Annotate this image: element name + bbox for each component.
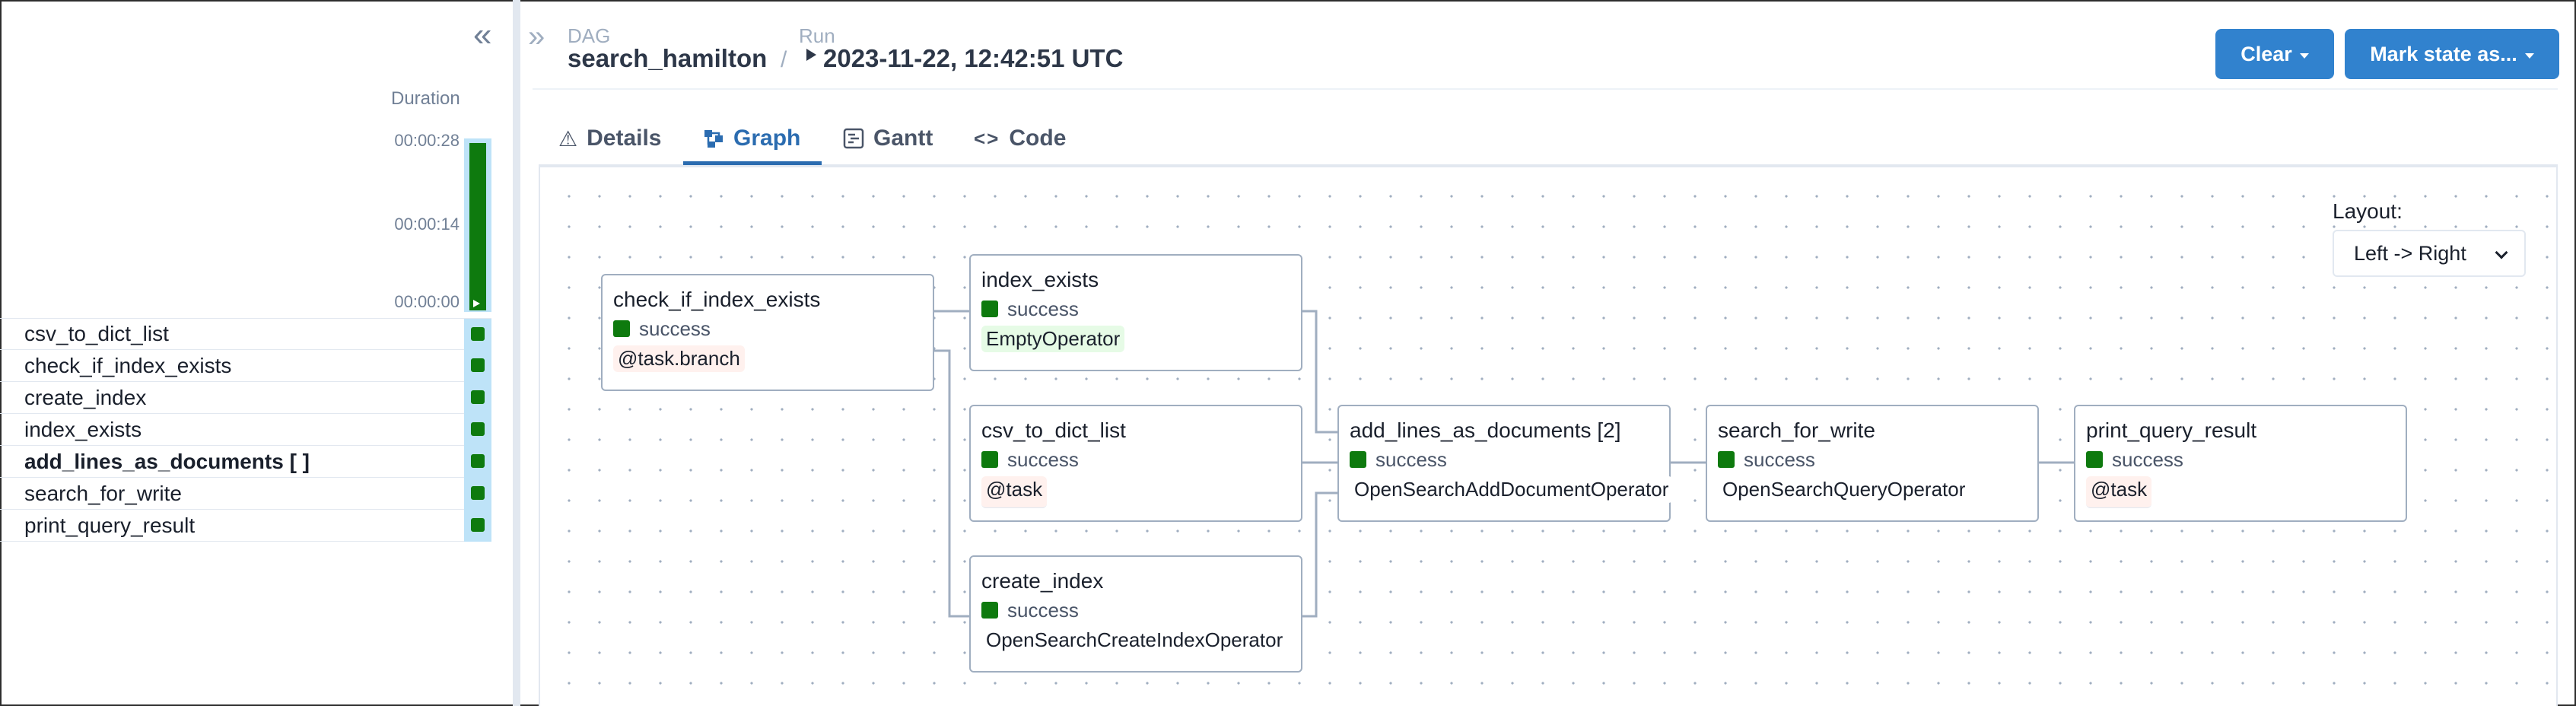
run-duration-bar[interactable] bbox=[469, 143, 486, 310]
graph-icon bbox=[704, 130, 723, 148]
graph-node-create-index[interactable]: create_index success OpenSearchCreateInd… bbox=[969, 555, 1302, 673]
duration-label: Duration bbox=[391, 88, 460, 109]
run-play-icon bbox=[806, 49, 816, 61]
clear-button[interactable]: Clear bbox=[2215, 29, 2334, 79]
play-icon bbox=[473, 300, 480, 307]
dag-breadcrumb-label: DAG bbox=[568, 24, 611, 47]
collapse-panel-icon[interactable]: « bbox=[473, 16, 492, 53]
panel-resize-handle[interactable] bbox=[513, 0, 520, 706]
run-breadcrumb-label: Run bbox=[799, 24, 835, 47]
node-state: success bbox=[1007, 447, 1079, 471]
layout-select[interactable]: Left -> Right bbox=[2333, 230, 2526, 277]
task-row[interactable]: check_if_index_exists bbox=[0, 350, 491, 382]
duration-tick-min: 00:00:00 bbox=[394, 292, 460, 311]
node-state: success bbox=[1744, 447, 1815, 471]
mark-state-button[interactable]: Mark state as... bbox=[2345, 29, 2559, 79]
success-status-icon bbox=[613, 320, 630, 337]
graph-node-search-for-write[interactable]: search_for_write success OpenSearchQuery… bbox=[1706, 405, 2039, 522]
tab-details[interactable]: ⚠ Details bbox=[558, 114, 662, 163]
node-title: check_if_index_exists bbox=[613, 288, 821, 311]
task-instance-status[interactable] bbox=[471, 327, 485, 341]
graph-node-csv-to-dict-list[interactable]: csv_to_dict_list success @task bbox=[969, 405, 1302, 522]
node-operator: @task bbox=[981, 476, 1048, 508]
task-instance-status[interactable] bbox=[471, 486, 485, 500]
tab-graph-label: Graph bbox=[733, 126, 801, 151]
node-state: success bbox=[1375, 447, 1447, 471]
layout-select-value: Left -> Right bbox=[2354, 241, 2466, 265]
node-operator: OpenSearchQueryOperator bbox=[1718, 476, 1970, 503]
grid-panel: « Duration 00:00:28 00:00:14 00:00:00 cs… bbox=[0, 0, 502, 706]
layout-label: Layout: bbox=[2333, 199, 2403, 223]
node-operator: @task bbox=[2086, 476, 2152, 508]
node-operator: OpenSearchCreateIndexOperator bbox=[981, 627, 1288, 654]
task-name[interactable]: print_query_result bbox=[24, 513, 196, 537]
node-title: index_exists bbox=[981, 268, 1099, 291]
task-instance-status[interactable] bbox=[471, 390, 485, 404]
task-instance-status[interactable] bbox=[471, 422, 485, 436]
tabs-divider bbox=[539, 164, 2558, 166]
graph-node-check-if-index-exists[interactable]: check_if_index_exists success @task.bran… bbox=[601, 274, 934, 391]
node-state: success bbox=[639, 316, 711, 340]
tab-gantt[interactable]: Gantt bbox=[843, 114, 933, 163]
chevron-down-icon bbox=[2524, 52, 2534, 59]
graph-node-index-exists[interactable]: index_exists success EmptyOperator bbox=[969, 254, 1302, 371]
task-instance-status[interactable] bbox=[471, 518, 485, 532]
tab-details-label: Details bbox=[587, 126, 662, 151]
task-row[interactable]: index_exists bbox=[0, 414, 491, 446]
tab-gantt-label: Gantt bbox=[873, 126, 933, 151]
node-title: create_index bbox=[981, 569, 1104, 593]
tab-code-label: Code bbox=[1009, 126, 1067, 151]
task-name[interactable]: add_lines_as_documents [ ] bbox=[24, 449, 310, 473]
node-operator: EmptyOperator bbox=[981, 326, 1125, 352]
node-state: success bbox=[1007, 297, 1079, 320]
chevron-down-icon bbox=[2299, 52, 2309, 59]
task-row[interactable]: create_index bbox=[0, 382, 491, 414]
task-row[interactable]: add_lines_as_documents [ ] bbox=[0, 446, 491, 478]
duration-tick-mid: 00:00:14 bbox=[394, 215, 460, 234]
header-divider bbox=[533, 88, 2558, 90]
task-row[interactable]: csv_to_dict_list bbox=[0, 318, 491, 351]
success-status-icon bbox=[1718, 451, 1735, 468]
task-name[interactable]: check_if_index_exists bbox=[24, 353, 232, 377]
duration-tick-max: 00:00:28 bbox=[394, 131, 460, 150]
gantt-icon bbox=[843, 128, 864, 149]
dag-breadcrumb-link[interactable]: search_hamilton bbox=[568, 44, 768, 72]
expand-panel-icon[interactable]: » bbox=[528, 20, 545, 53]
warning-icon: ⚠ bbox=[558, 126, 578, 151]
success-status-icon bbox=[981, 451, 998, 468]
node-operator: @task.branch bbox=[613, 345, 745, 372]
node-title: add_lines_as_documents [2] bbox=[1350, 418, 1621, 442]
task-name[interactable]: csv_to_dict_list bbox=[24, 322, 169, 345]
task-instance-status[interactable] bbox=[471, 358, 485, 372]
success-status-icon bbox=[981, 602, 998, 619]
success-status-icon bbox=[1350, 451, 1366, 468]
tab-code[interactable]: <> Code bbox=[974, 114, 1066, 163]
task-instance-status[interactable] bbox=[471, 454, 485, 468]
task-row[interactable]: search_for_write bbox=[0, 478, 491, 510]
node-title: search_for_write bbox=[1718, 418, 1875, 442]
tab-graph[interactable]: Graph bbox=[703, 114, 800, 163]
task-list: csv_to_dict_list check_if_index_exists c… bbox=[0, 318, 491, 542]
success-status-icon bbox=[981, 301, 998, 317]
chevron-down-icon bbox=[2495, 246, 2508, 259]
node-title: print_query_result bbox=[2086, 418, 2257, 442]
graph-node-add-lines-as-documents[interactable]: add_lines_as_documents [2] success OpenS… bbox=[1337, 405, 1674, 522]
node-title: csv_to_dict_list bbox=[981, 418, 1126, 442]
code-icon: <> bbox=[974, 126, 1000, 150]
task-name[interactable]: create_index bbox=[24, 385, 147, 409]
breadcrumb-separator: / bbox=[781, 47, 787, 72]
node-state: success bbox=[2112, 447, 2183, 471]
task-name[interactable]: index_exists bbox=[24, 417, 142, 441]
task-name[interactable]: search_for_write bbox=[24, 481, 182, 505]
active-tab-indicator bbox=[683, 161, 822, 165]
graph-node-print-query-result[interactable]: print_query_result success @task bbox=[2074, 405, 2407, 522]
run-breadcrumb-value[interactable]: 2023-11-22, 12:42:51 UTC bbox=[823, 44, 1124, 72]
success-status-icon bbox=[2086, 451, 2103, 468]
node-operator: OpenSearchAddDocumentOperator bbox=[1350, 476, 1674, 503]
clear-button-label: Clear bbox=[2240, 42, 2292, 65]
mark-state-button-label: Mark state as... bbox=[2370, 42, 2517, 65]
node-state: success bbox=[1007, 598, 1079, 622]
task-row[interactable]: print_query_result bbox=[0, 510, 491, 542]
